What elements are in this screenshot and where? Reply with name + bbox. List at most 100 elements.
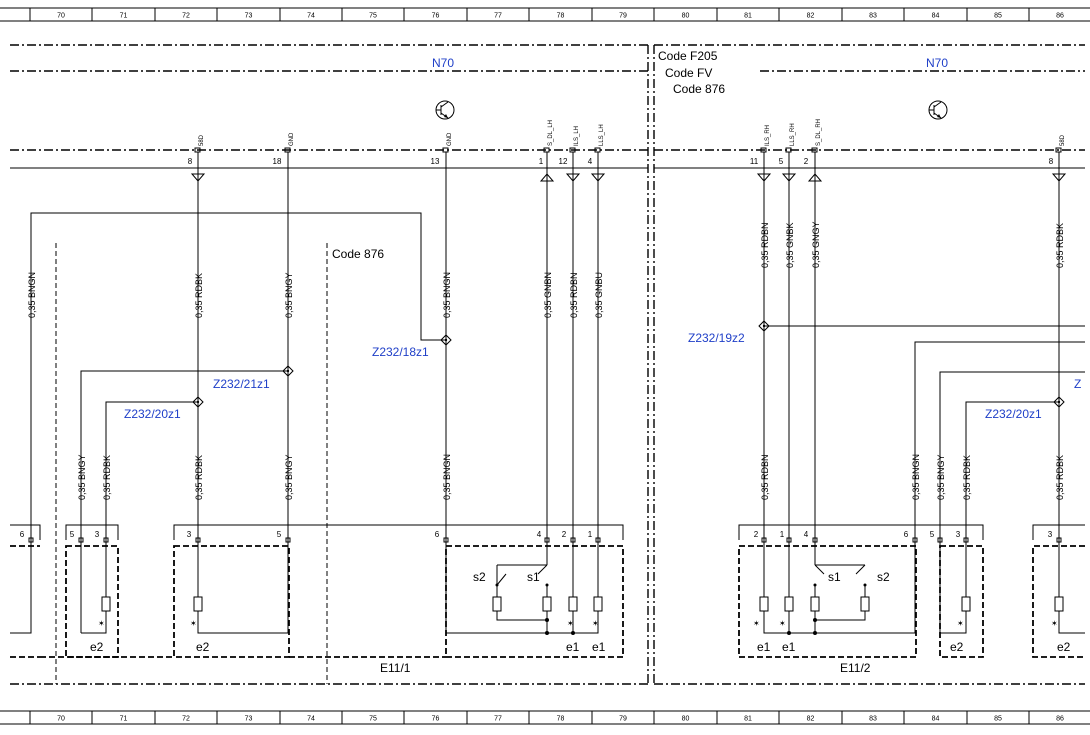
wire-label: 0,35 RDBK (962, 455, 972, 500)
component-box (10, 545, 1085, 658)
pin-signal: LLS_LH (599, 124, 605, 146)
ruler-bottom-number: 83 (869, 716, 877, 723)
ruler-top-number: 80 (682, 13, 690, 20)
wire-label: 0,35 RDBK (102, 455, 112, 500)
wire-label: 0,35 BNGN (27, 272, 37, 318)
splice-label: Z232/21z1 (213, 377, 270, 391)
code-f205-label: Code F205 (658, 49, 718, 63)
lamp-e2: ✶ e2 (80, 540, 111, 654)
wire-label: 0,35 BNGY (284, 272, 294, 318)
wire-label: 0,35 BNGY (936, 454, 946, 500)
component-label: e1 (566, 640, 580, 654)
module-label-right: N70 (926, 56, 948, 70)
splice-node (192, 396, 204, 408)
connector-pin: 58D 8 (1049, 134, 1067, 182)
connector-pin: LLS_LH 4 (588, 124, 606, 182)
component-label: e1 (782, 640, 796, 654)
module-e11-1-label: E11/1 (380, 661, 411, 675)
wire-label: 0,35 BNGN (442, 272, 452, 318)
lower-pin-number: 1 (588, 530, 593, 539)
connector-pin: GND 18 (273, 132, 295, 166)
component-label: e1 (757, 640, 771, 654)
pin-number: 8 (188, 157, 193, 166)
ruler-top-number: 85 (994, 13, 1002, 20)
switch-lamp-group-left: s2 s1 ✶ ✶ e1 e1 (445, 540, 606, 654)
pin-number: 18 (273, 157, 282, 166)
ruler-top-number: 71 (120, 13, 128, 20)
lower-pin-number: 2 (754, 530, 759, 539)
ruler-top-number: 86 (1056, 13, 1064, 20)
wire-label: 0,35 RDBN (760, 222, 770, 268)
lower-pin-number: 6 (904, 530, 909, 539)
wire-label: 0,35 RDBK (1055, 223, 1065, 268)
lower-pin-number: 5 (930, 530, 935, 539)
wire-label: 0,35 RDBK (194, 273, 204, 318)
ruler-top-number: 78 (557, 13, 565, 20)
code-fv-label: Code FV (665, 66, 712, 80)
wire-label: 0,35 BNGN (911, 454, 921, 500)
pin-signal: S_DL_RH (816, 119, 822, 146)
pin-number: 4 (588, 157, 593, 166)
ruler-bottom-number: 78 (557, 716, 565, 723)
splice-node (282, 365, 294, 377)
lower-pin-number: 4 (804, 530, 809, 539)
transistor-icon (435, 100, 455, 120)
ruler-top-number: 73 (245, 13, 253, 20)
led-icon: ✶ (190, 619, 197, 628)
splice-label: Z232/19z2 (688, 331, 745, 345)
led-icon: ✶ (753, 619, 760, 628)
pin-number: 8 (1049, 157, 1054, 166)
splice-label: Z232/20z1 (985, 407, 1042, 421)
pin-signal: 58D (199, 134, 205, 146)
component-label: e2 (1057, 640, 1071, 654)
lower-pin-number: 5 (277, 530, 282, 539)
splice-node (440, 334, 452, 346)
ruler-bottom-number: 75 (369, 716, 377, 723)
component-label: e2 (950, 640, 964, 654)
ruler-bottom-number: 76 (432, 716, 440, 723)
pin-number: 11 (750, 157, 759, 166)
led-icon: ✶ (98, 619, 105, 628)
code-876-mid-label: Code 876 (332, 247, 384, 261)
pin-signal: GND (289, 132, 295, 146)
wire-label: 0,35 GNBK (785, 222, 795, 268)
ruler-top-number: 77 (494, 13, 502, 20)
ruler-top-number: 83 (869, 13, 877, 20)
ruler-bottom-number: 74 (307, 716, 315, 723)
lower-pin-number: 1 (780, 530, 785, 539)
pin-number: 13 (431, 157, 440, 166)
pin-number: 2 (804, 157, 809, 166)
pin-number: 12 (559, 157, 568, 166)
lamp-e2: ✶ e2 (1051, 540, 1085, 654)
lower-pin-number: 6 (20, 530, 25, 539)
splice-node (758, 320, 770, 332)
pin-number: 1 (539, 157, 544, 166)
ruler-top: 70 71 72 73 74 75 76 77 78 79 80 81 82 8… (0, 7, 1090, 22)
connector-pin: ILS_RH 11 (750, 125, 772, 182)
ruler-bottom-number: 81 (744, 716, 752, 723)
switch-label: s2 (877, 570, 890, 584)
ruler-bottom-number: 72 (182, 716, 190, 723)
pin-signal: ILS_RH (765, 125, 771, 146)
led-icon: ✶ (1051, 619, 1058, 628)
lower-pin-number: 6 (435, 530, 440, 539)
wire-label: 0,35 BNGN (442, 454, 452, 500)
code-876-top-label: Code 876 (673, 82, 725, 96)
ruler-top-number: 70 (57, 13, 65, 20)
ruler-bottom-number: 80 (682, 716, 690, 723)
ruler-top-number: 82 (807, 13, 815, 20)
ruler-bottom-number: 86 (1056, 716, 1064, 723)
module-e11-2-label: E11/2 (840, 661, 871, 675)
pin-signal: GND (447, 132, 453, 146)
module-borders (10, 44, 1085, 685)
lower-pin-number: 3 (1048, 530, 1053, 539)
ruler-bottom-number: 71 (120, 716, 128, 723)
ruler-top-number: 75 (369, 13, 377, 20)
splice-label: Z (1074, 377, 1081, 391)
lower-pin-number: 4 (537, 530, 542, 539)
switch-lamp-group-right: s1 s2 ✶ ✶ e1 e1 (753, 540, 916, 654)
splice-label: Z232/18z1 (372, 345, 429, 359)
ruler-bottom-number: 82 (807, 716, 815, 723)
ruler-bottom-number: 79 (619, 716, 627, 723)
wire-label: 0,35 BNGY (77, 454, 87, 500)
